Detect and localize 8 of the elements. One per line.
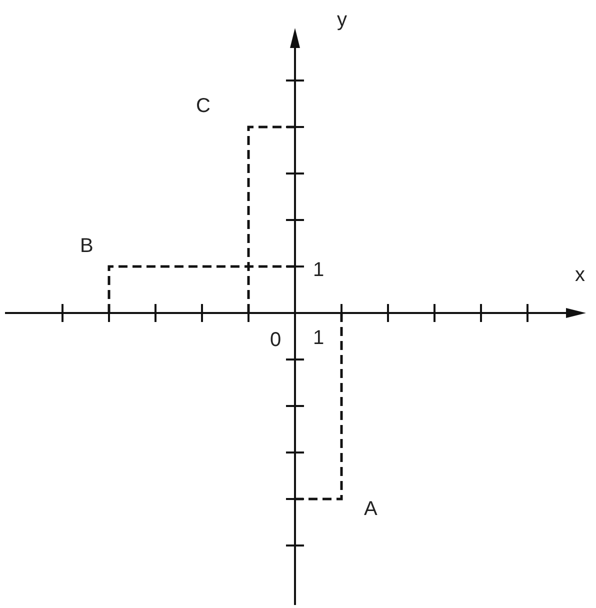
- axis-label: x: [575, 265, 585, 285]
- tick-label: 1: [313, 328, 324, 348]
- axis-label: y: [337, 10, 347, 30]
- point-label: A: [364, 499, 378, 519]
- origin-label: 0: [270, 330, 282, 350]
- point-label: B: [80, 236, 94, 256]
- tick-label: 1: [313, 260, 324, 280]
- point-label: C: [196, 96, 210, 116]
